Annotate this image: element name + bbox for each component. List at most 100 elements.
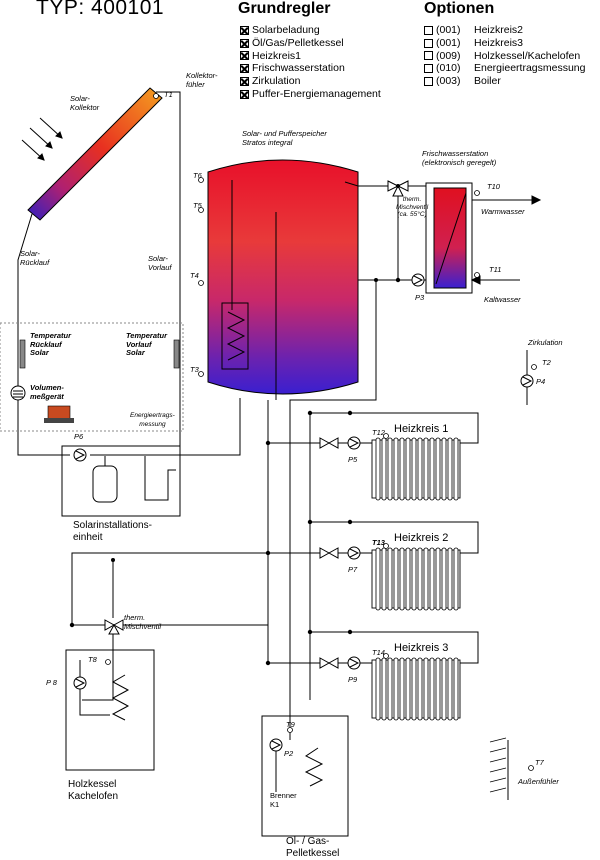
radiator-fin [411,547,417,611]
radiator-fin [435,547,441,611]
freshwater-station-label: Frischwasserstation (elektronisch gerege… [422,149,497,167]
pump-label-p9: P9 [348,675,358,684]
pump-label-p8: P 8 [46,678,57,687]
mixing-valve-hk2-icon [319,547,339,559]
sensor-label-t9: T9 [286,720,295,729]
holz-mixing-valve-label: therm. Mischventil [124,613,162,631]
energy-measurement-label: Energieertrags- messung [130,412,175,428]
checkbox-empty-icon[interactable] [424,38,433,48]
heating-circuit-1-label: Heizkreis 1 [394,423,449,435]
radiator-fin [387,657,393,721]
temperature-probe-icon [19,339,180,369]
circulation-label: Zirkulation [528,338,563,347]
sensor-label-t6: T6 [193,171,202,180]
pump-label-p3: P3 [415,293,425,302]
checkbox-checked-icon[interactable] [240,38,249,48]
checkbox-checked-icon[interactable] [240,77,249,87]
pump-label-p2: P2 [284,749,294,758]
radiator-fin [399,657,405,721]
radiator-fin [411,657,417,721]
optionen-item[interactable]: (010)Energieertragsmessung [424,62,585,75]
radiator-fin [429,437,435,501]
checkbox-empty-icon[interactable] [424,77,433,87]
sensor-label-t11: T11 [489,265,502,274]
radiator-fin [381,547,387,611]
optionen-item[interactable]: (001)Heizkreis2 [424,24,585,37]
grundregler-item[interactable]: Frischwasserstation [240,62,381,75]
radiator-fin [453,437,459,501]
optionen-item[interactable]: (003)Boiler [424,75,585,88]
radiator-fin [375,437,381,501]
grundregler-item[interactable]: Öl/Gas/Pelletkessel [240,37,381,50]
temp-flow-label: Temperatur Vorlauf Solar [126,331,167,357]
radiator-fin [381,437,387,501]
checkbox-checked-icon[interactable] [240,64,249,74]
grundregler-list: Solarbeladung Öl/Gas/Pelletkessel Heizkr… [240,24,381,101]
radiator-fin [441,657,447,721]
radiator-fin [447,437,453,501]
sensor-label-t3: T3 [190,365,199,374]
radiator-fin [429,547,435,611]
radiator-fin [453,657,459,721]
burner-label: Brenner K1 [270,791,297,809]
heating-circuit-2-label: Heizkreis 2 [394,532,449,544]
sensor-label-t8: T8 [88,655,97,664]
volume-meter-device-icon [44,405,74,423]
mixing-valve-hk3-icon [319,657,339,669]
volume-meter-icon [10,385,26,401]
pump-p9-icon [347,656,361,670]
optionen-item[interactable]: (001)Heizkreis3 [424,37,585,50]
checkbox-checked-icon[interactable] [240,51,249,61]
pump-label-p4: P4 [536,377,546,386]
optionen-item[interactable]: (009)Holzkessel/Kachelofen [424,50,585,63]
sensor-label-t13: T13 [372,538,385,547]
grundregler-item[interactable]: Solarbeladung [240,24,381,37]
coldwater-label: Kaltwasser [484,295,521,304]
grundregler-item[interactable]: Puffer-Energiemanagement [240,88,381,101]
radiator-fin [405,437,411,501]
radiator-fin [417,547,423,611]
warmwater-label: Warmwasser [481,207,525,216]
optionen-list: (001)Heizkreis2 (001)Heizkreis3 (009)Hol… [424,24,585,88]
radiator-fin [447,547,453,611]
sensor-label-t2: T2 [542,358,551,367]
checkbox-empty-icon[interactable] [424,51,433,61]
radiator-fin [423,657,429,721]
sun-rays-icon [21,117,63,161]
radiator-fin [417,657,423,721]
radiator-fin [405,657,411,721]
checkbox-empty-icon[interactable] [424,64,433,74]
radiator-fin [453,547,459,611]
freshwater-mixing-valve-label: therm. Mischventil (ca. 55°C) [396,196,429,218]
solar-collector-label: Solar- Kollektor [70,94,100,112]
grundregler-item[interactable]: Heizkreis1 [240,50,381,63]
radiator-fin [393,547,399,611]
radiator-fin [441,437,447,501]
radiator-fin [429,657,435,721]
checkbox-checked-icon[interactable] [240,25,249,35]
oil-gas-boiler-label: Öl- / Gas- Pelletkessel [286,836,340,859]
sensor-label-t12: T12 [372,428,385,437]
grundregler-item[interactable]: Zirkulation [240,75,381,88]
collector-sensor-label: Kollektor- fühler [186,71,218,89]
buffer-tank [207,159,359,395]
radiator-fin [375,657,381,721]
sensor-label-t10: T10 [487,182,500,191]
radiator-fin [417,437,423,501]
checkbox-empty-icon[interactable] [424,25,433,35]
pipe-junctions [69,184,401,666]
temp-return-label: Temperatur Rücklauf Solar [30,331,71,357]
mixing-valve-holz-icon [104,619,124,635]
pump-p4-icon [520,374,534,388]
checkbox-checked-icon[interactable] [240,89,249,99]
radiator-fin [423,437,429,501]
outdoor-sensor-label: Außenfühler [518,777,559,786]
radiator-fin [423,547,429,611]
radiator-fin [393,437,399,501]
sensor-label-t14: T14 [372,648,385,657]
sensor-label-t7: T7 [535,758,544,767]
radiator-fin [411,437,417,501]
page-title: TYP: 400101 [36,0,165,19]
optionen-heading: Optionen [424,0,495,17]
